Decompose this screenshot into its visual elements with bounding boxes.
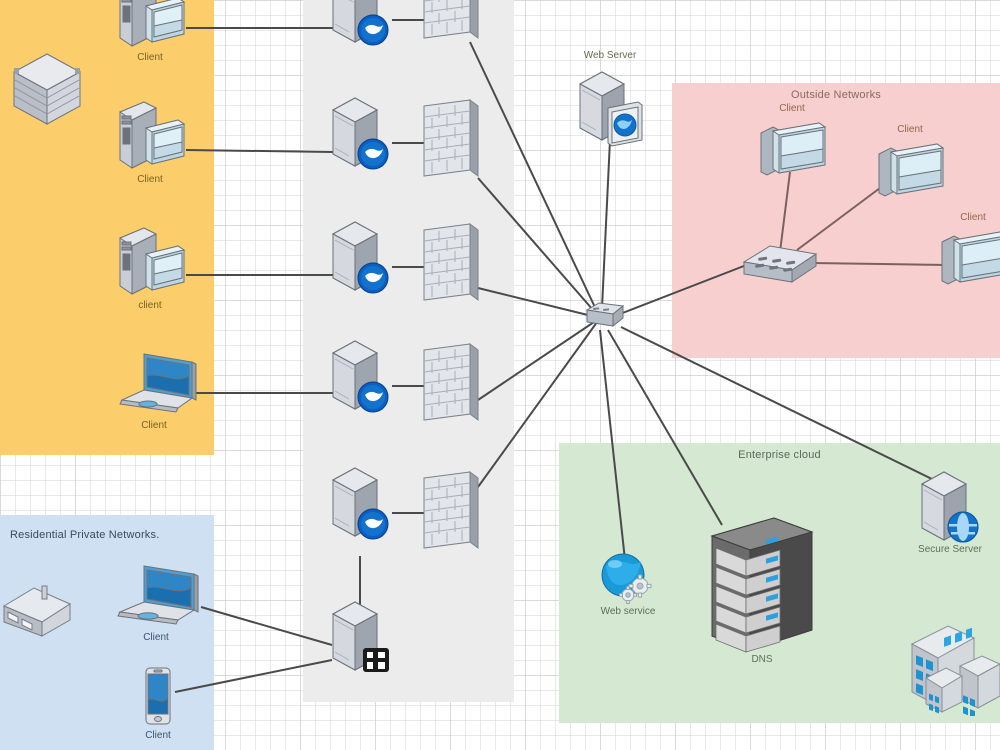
zone-label-enterprise-cloud: Enterprise cloud (738, 449, 821, 461)
node-router-3[interactable] (325, 216, 397, 301)
firewall-brick-wall-icon (420, 470, 482, 559)
link-coreswitch-webservice (599, 329, 626, 561)
node-firewall-5[interactable] (420, 470, 482, 559)
link-firewall2-coreswitch (477, 177, 601, 319)
link-client2-router2 (185, 149, 334, 153)
node-label-web-service: Web service (600, 606, 656, 617)
thin-client-monitor-icon (875, 140, 945, 211)
firewall-brick-wall-icon (420, 98, 482, 187)
node-outside-switch[interactable] (738, 240, 822, 297)
firewall-brick-wall-icon (420, 342, 482, 431)
node-outside-client-2[interactable]: Client (875, 124, 945, 211)
node-residential-laptop[interactable]: Client (108, 562, 204, 643)
node-firewall-4[interactable] (420, 342, 482, 431)
desktop-pc-icon (110, 0, 190, 55)
link-firewall1-coreswitch (469, 41, 601, 319)
server-globe-icon (325, 92, 397, 177)
thin-client-monitor-icon (938, 228, 1000, 299)
node-label-client-2: Client (137, 174, 163, 185)
server-globe-icon (325, 335, 397, 420)
desktop-pc-icon (110, 224, 190, 303)
node-label-dns: DNS (751, 654, 773, 665)
node-firewall-1[interactable] (420, 0, 482, 49)
node-gateway-server[interactable] (325, 596, 397, 681)
node-label-web-server: Web Server (583, 50, 637, 61)
node-label-residential-laptop: Client (143, 632, 169, 643)
firewall-brick-wall-icon (420, 0, 482, 49)
link-outsideswitch-outclient1 (779, 171, 791, 253)
node-web-server[interactable]: Web Server (572, 50, 648, 155)
link-firewall3-coreswitch (477, 287, 601, 319)
node-router-2[interactable] (325, 92, 397, 177)
link-coreswitch-outsideswitch (619, 263, 750, 315)
link-webserver-coreswitch (601, 139, 611, 309)
node-label-client-4: Client (141, 420, 167, 431)
node-label-outside-client-1: Client (779, 103, 805, 114)
server-globe-icon (325, 462, 397, 547)
network-switch-icon (581, 300, 629, 339)
secure-server-globe-icon (914, 468, 986, 553)
link-laptop-gateway (200, 606, 333, 646)
link-coreswitch-dns (607, 329, 723, 526)
server-stack-icon (6, 50, 88, 131)
link-phone-gateway (174, 659, 333, 693)
zone-label-residential: Residential Private Networks. (10, 529, 160, 541)
globe-gears-icon (598, 550, 658, 611)
node-label-client-3: client (138, 300, 162, 311)
node-label-client-1: Client (137, 52, 163, 63)
node-label-residential-phone: Client (145, 730, 171, 741)
server-with-monitor-globe-icon (572, 68, 648, 155)
office-buildings-icon (908, 612, 1000, 721)
link-outsideswitch-outclient2 (796, 184, 885, 251)
server-gateway-icon (325, 596, 397, 681)
laptop-icon (108, 350, 200, 421)
server-globe-icon (325, 216, 397, 301)
node-firewall-2[interactable] (420, 98, 482, 187)
thin-client-monitor-icon (757, 119, 827, 190)
firewall-brick-wall-icon (420, 222, 482, 311)
link-coreswitch-secureserver (620, 326, 935, 481)
node-router-5[interactable] (325, 462, 397, 547)
node-router-4[interactable] (325, 335, 397, 420)
link-outsideswitch-outclient3 (811, 262, 947, 266)
node-client-4[interactable]: Client (108, 350, 200, 431)
node-outside-client-3[interactable]: Client (938, 212, 1000, 299)
network-switch-icon (738, 240, 822, 297)
server-globe-icon (325, 0, 397, 53)
node-router-1[interactable] (325, 0, 397, 53)
node-client-3[interactable]: client (110, 224, 190, 311)
node-outside-client-1[interactable]: Client (757, 103, 827, 190)
node-secure-server[interactable]: Secure Server (914, 468, 986, 555)
node-label-secure-server: Secure Server (918, 544, 982, 555)
node-server-stack[interactable] (6, 50, 88, 131)
node-firewall-3[interactable] (420, 222, 482, 311)
zone-label-outside-networks: Outside Networks (790, 89, 881, 101)
server-rack-icon (706, 512, 818, 661)
node-core-switch[interactable] (581, 300, 629, 339)
node-residential-phone[interactable]: Client (138, 666, 178, 741)
desktop-pc-icon (110, 98, 190, 177)
node-label-outside-client-2: Client (897, 124, 923, 135)
node-web-service[interactable]: Web service (598, 550, 658, 617)
smartphone-icon (138, 666, 178, 733)
node-office-buildings[interactable] (908, 612, 1000, 721)
node-dns-rack[interactable]: DNS (706, 512, 818, 665)
house-icon (0, 580, 74, 643)
node-client-1[interactable]: Client (110, 0, 190, 63)
link-firewall4-coreswitch (477, 317, 601, 401)
link-firewall5-coreswitch (477, 317, 601, 488)
node-label-outside-client-3: Client (960, 212, 986, 223)
node-client-2[interactable]: Client (110, 98, 190, 185)
laptop-icon (108, 562, 204, 635)
node-house[interactable] (0, 580, 74, 643)
